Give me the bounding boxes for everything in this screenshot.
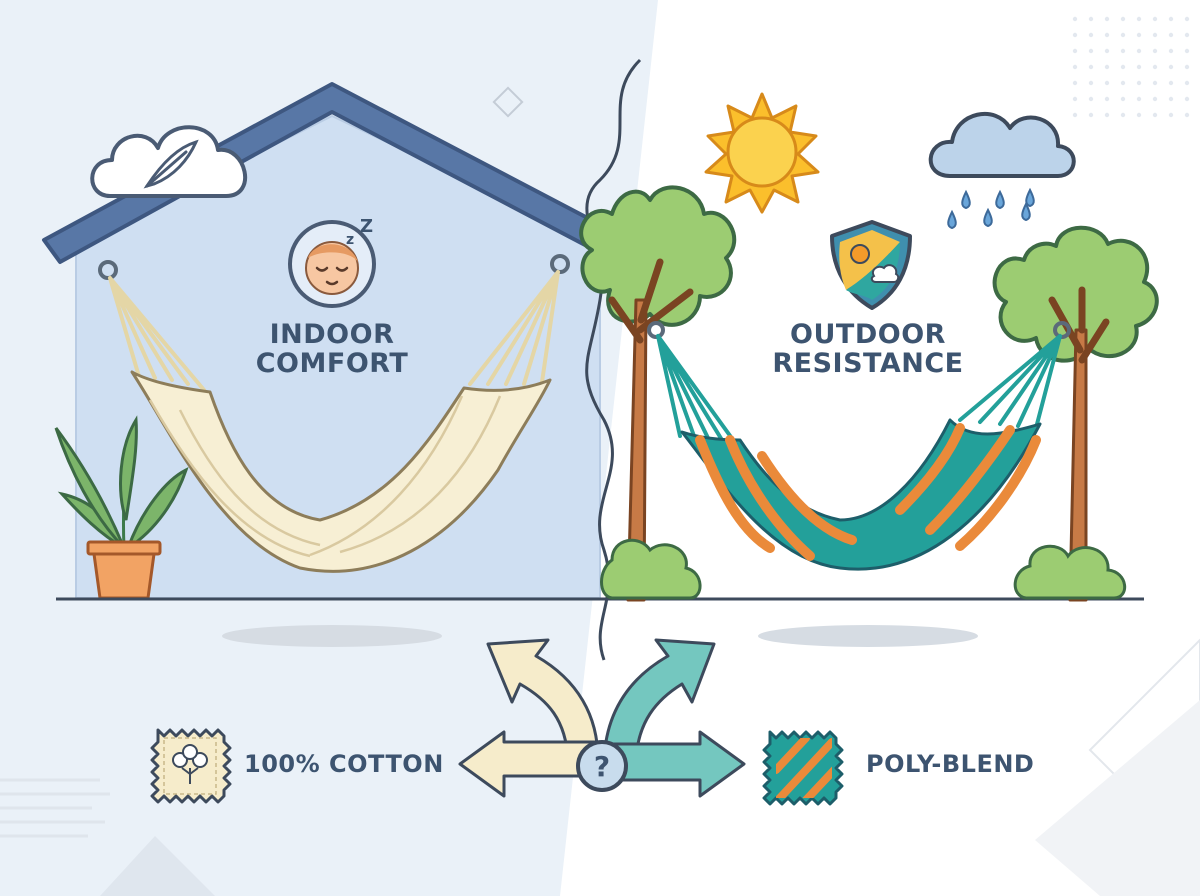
decor-lines [0, 778, 110, 838]
tree-icon [579, 185, 737, 602]
cotton-swatch-icon [150, 728, 232, 804]
outdoor-title: OUTDOOR RESISTANCE [754, 320, 982, 378]
question-symbol: ? [594, 750, 610, 783]
svg-text:z: z [346, 232, 354, 248]
outdoor-arrow-icon [602, 638, 746, 798]
cloud-icon [90, 125, 247, 198]
dot-pattern [1064, 8, 1196, 118]
feather-icon [143, 139, 199, 189]
rain-cloud-icon [928, 111, 1076, 230]
indoor-title: INDOOR COMFORT [232, 320, 432, 378]
indoor-title-line1: INDOOR [269, 319, 395, 350]
cotton-hammock-icon [98, 254, 570, 573]
weather-shield-icon [830, 220, 912, 310]
decor-diamond [492, 86, 524, 118]
question-icon [576, 740, 628, 792]
cotton-material-label: 100% COTTON [244, 750, 444, 778]
decor-corner-shape [100, 836, 215, 896]
sun-icon [704, 92, 820, 214]
striped-hammock-icon [647, 321, 1071, 571]
poly-material-label: POLY-BLEND [866, 750, 1035, 778]
svg-text:Z: Z [360, 216, 373, 237]
outdoor-shadow [758, 625, 978, 647]
divider-line [585, 58, 642, 661]
poly-swatch-icon [762, 730, 844, 806]
tree-icon [992, 225, 1159, 602]
outdoor-title-line2: RESISTANCE [772, 348, 964, 380]
sleeping-face-icon: z Z [288, 216, 376, 308]
indoor-arrow-icon [458, 638, 600, 798]
outdoor-title-line1: OUTDOOR [790, 319, 946, 350]
indoor-title-line2: COMFORT [255, 348, 409, 380]
potted-plant-icon [54, 415, 189, 600]
decor-right-fill [1035, 700, 1200, 896]
indoor-shadow [222, 625, 442, 647]
